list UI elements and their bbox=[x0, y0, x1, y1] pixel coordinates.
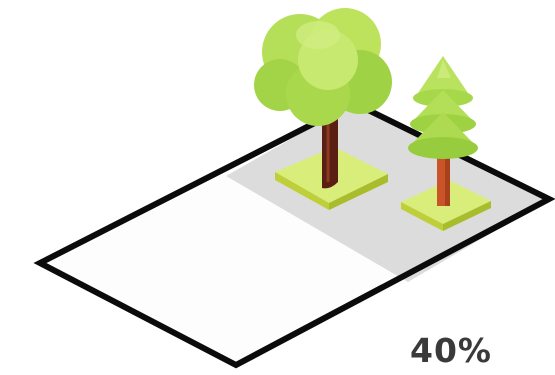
coverage-percentage-label: 40% bbox=[410, 331, 492, 370]
deciduous-canopy bbox=[254, 8, 392, 126]
pine-tree-icon bbox=[401, 56, 491, 231]
open-area bbox=[40, 176, 408, 365]
deciduous-tree-icon bbox=[254, 8, 392, 210]
plot-outline bbox=[33, 99, 555, 369]
covered-area bbox=[226, 103, 549, 282]
